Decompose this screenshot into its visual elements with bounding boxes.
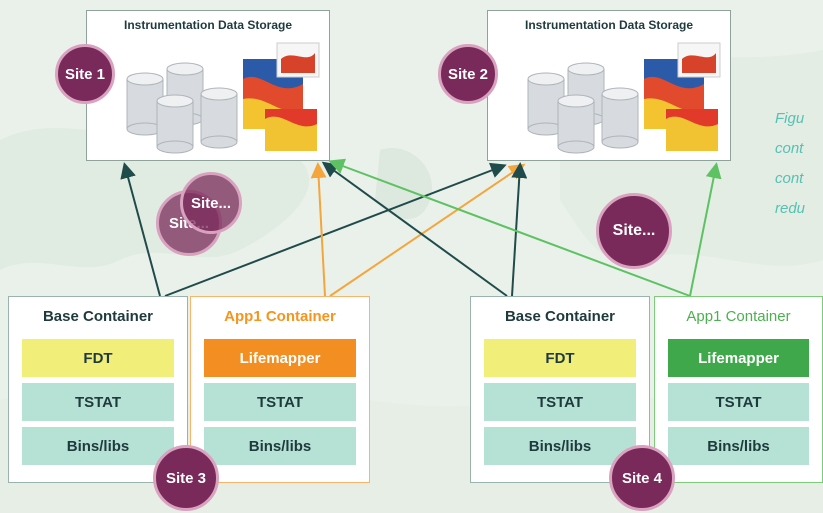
container-title: App1 Container (224, 308, 336, 325)
layer-tstat: TSTAT (22, 383, 174, 421)
caption-line-2: cont (775, 140, 804, 157)
database-cylinders-icon (527, 42, 721, 154)
site-3-badge: Site 3 (153, 445, 219, 511)
base-container-site-3: Base Container FDT TSTAT Bins/libs (8, 296, 188, 483)
layer-fdt: FDT (484, 339, 636, 377)
layer-lifemapper: Lifemapper (204, 339, 356, 377)
app1-container-site-3: App1 Container Lifemapper TSTAT Bins/lib… (190, 296, 370, 483)
site-more-right-badge: Site... (596, 193, 672, 269)
layer-bins-libs: Bins/libs (22, 427, 174, 465)
data-storage-site-2: Instrumentation Data Storage (487, 10, 731, 161)
site-4-badge: Site 4 (609, 445, 675, 511)
layer-tstat: TSTAT (204, 383, 356, 421)
base-container-site-4: Base Container FDT TSTAT Bins/libs (470, 296, 650, 483)
layer-bins-libs: Bins/libs (484, 427, 636, 465)
layer-lifemapper: Lifemapper (668, 339, 809, 377)
storage-title: Instrumentation Data Storage (123, 18, 293, 32)
container-title: Base Container (504, 308, 616, 325)
caption-line-3: cont (775, 170, 804, 187)
layer-bins-libs: Bins/libs (204, 427, 356, 465)
storage-title: Instrumentation Data Storage (524, 18, 694, 32)
site-2-badge: Site 2 (438, 44, 498, 104)
layer-bins-libs: Bins/libs (668, 427, 809, 465)
database-cylinders-icon (126, 42, 320, 154)
layer-fdt: FDT (22, 339, 174, 377)
data-storage-site-1: Instrumentation Data Storage (86, 10, 330, 161)
container-title: Base Container (42, 308, 154, 325)
site-1-badge: Site 1 (55, 44, 115, 104)
caption-line-4: redu (775, 200, 806, 217)
app1-container-site-4: App1 Container Lifemapper TSTAT Bins/lib… (654, 296, 823, 483)
layer-tstat: TSTAT (668, 383, 809, 421)
caption-line-1: Figu (775, 110, 805, 127)
site-more-front-badge: Site... (180, 172, 242, 234)
container-title: App1 Container (686, 308, 791, 325)
layer-tstat: TSTAT (484, 383, 636, 421)
